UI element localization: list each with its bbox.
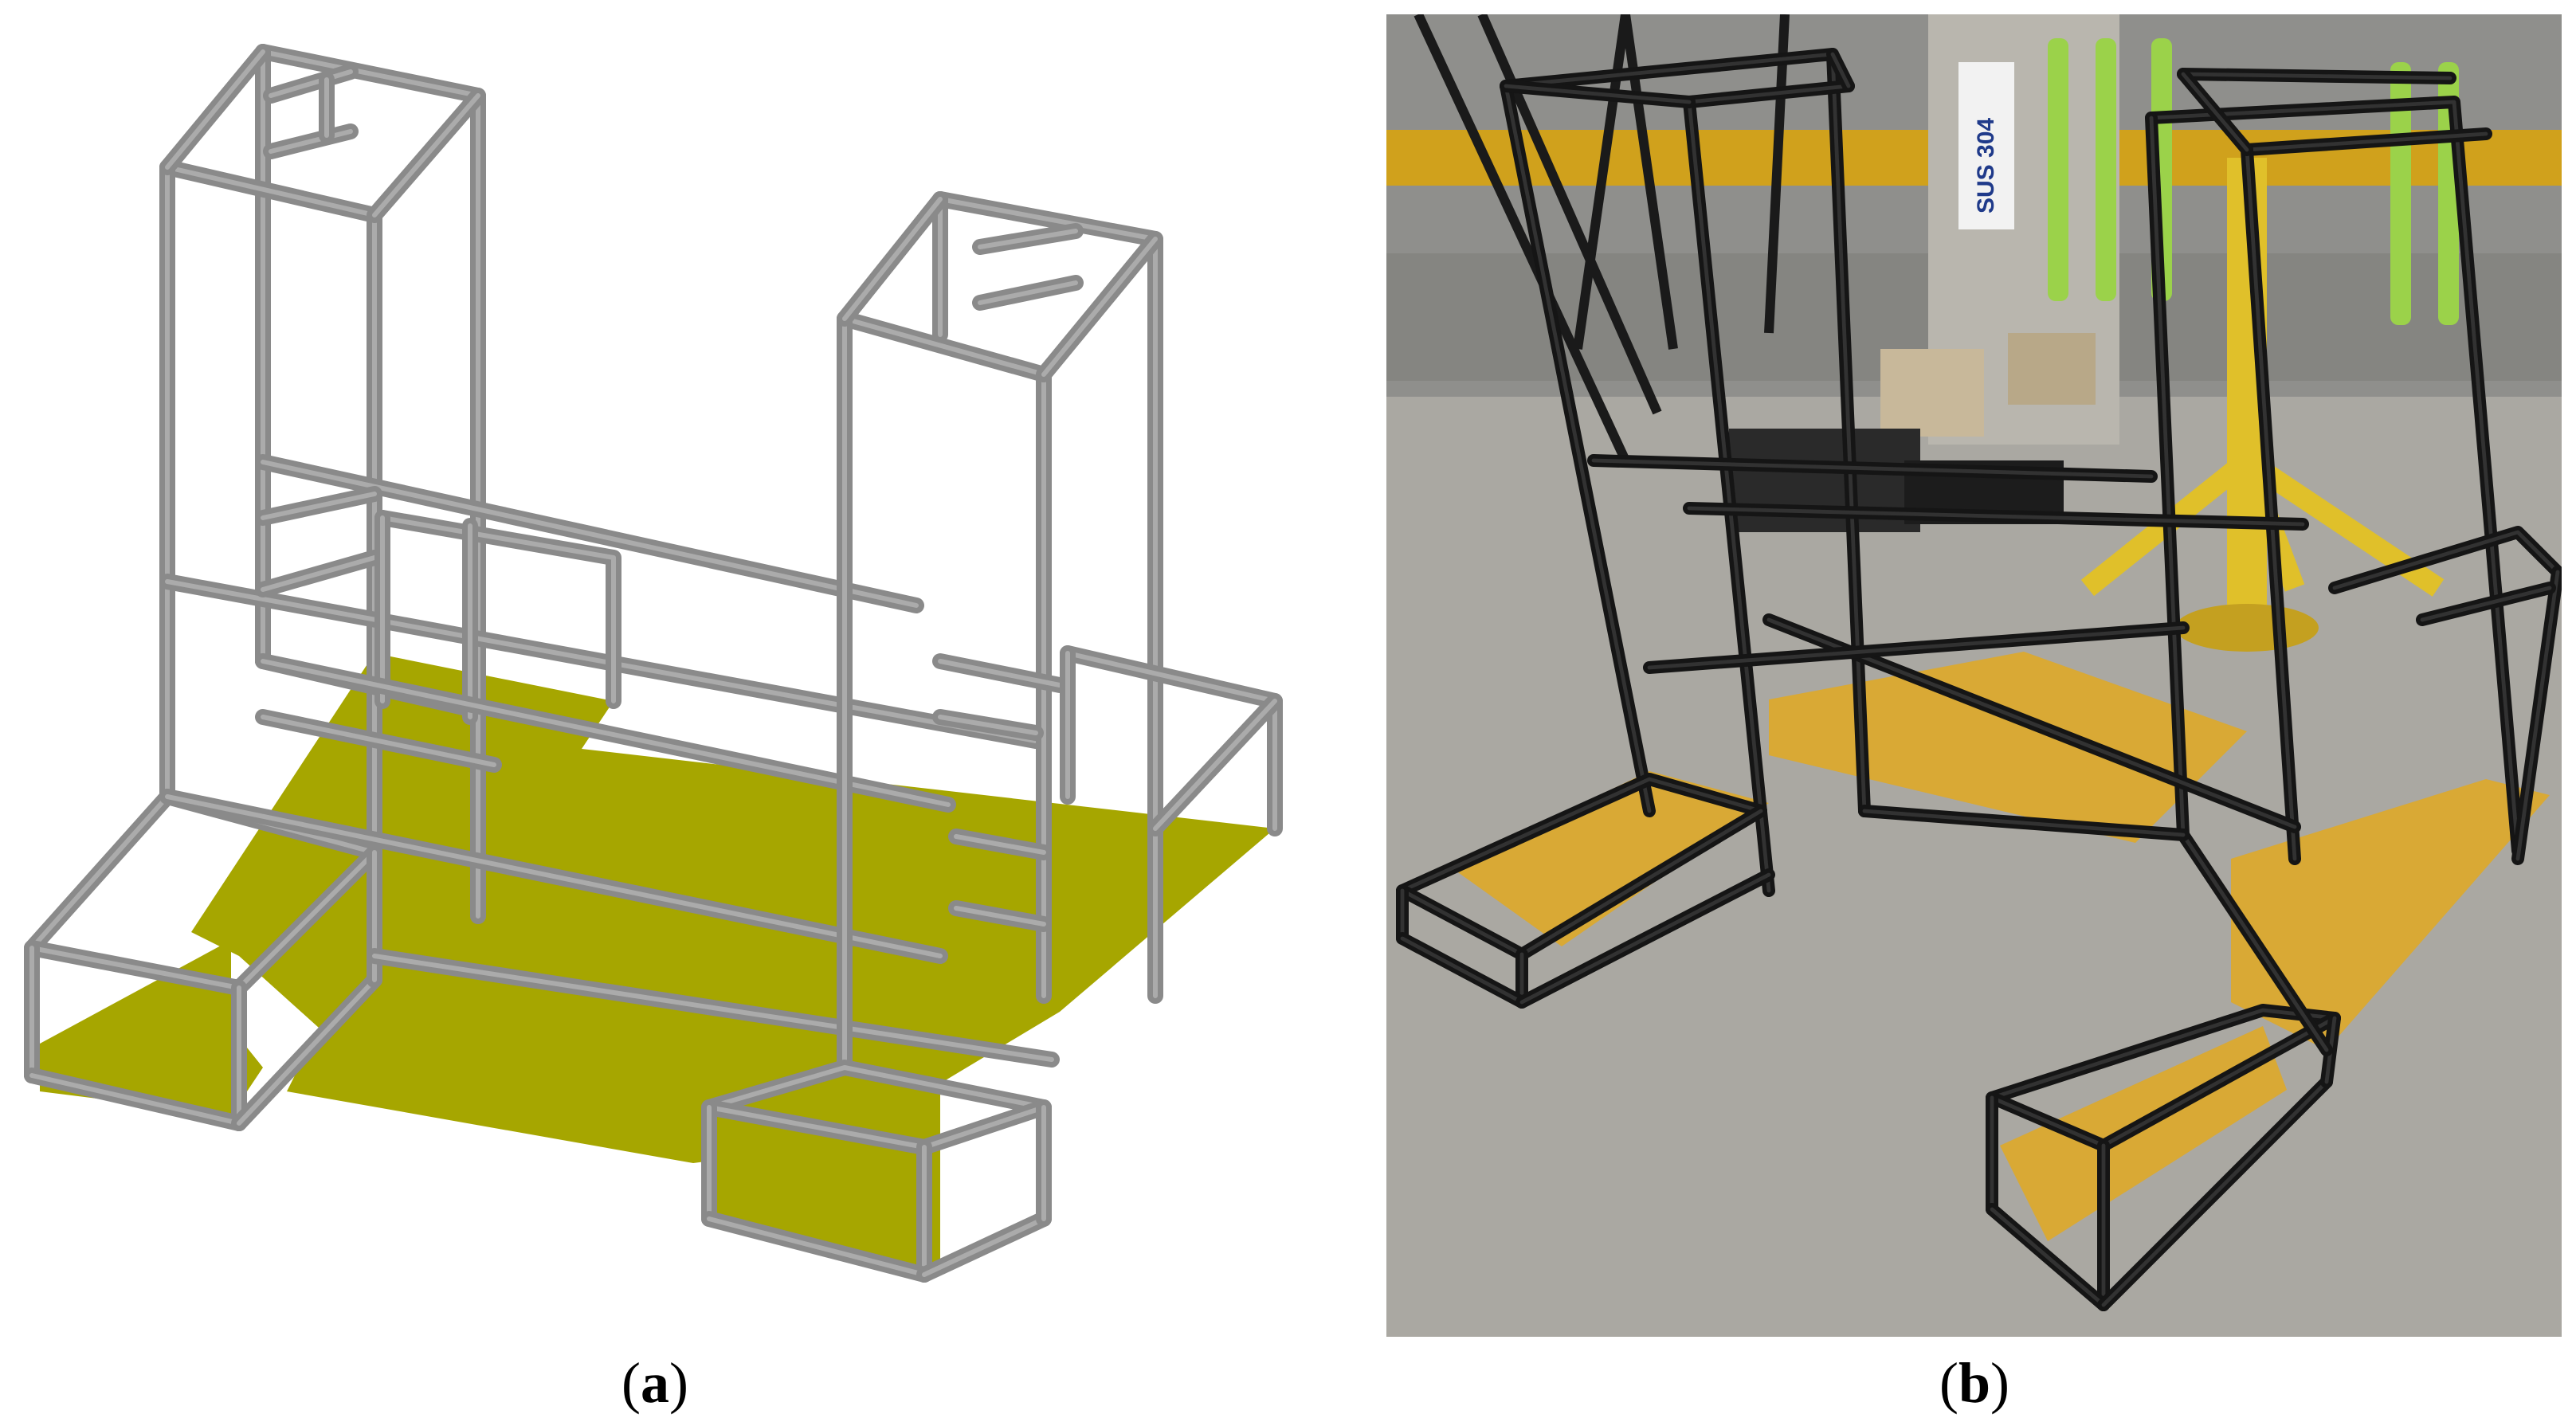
cad-tube-highlight <box>269 129 353 154</box>
cad-tube-highlight <box>1153 699 1277 831</box>
photo-tube-highlight <box>2420 586 2552 622</box>
photo-tube-highlight <box>1504 84 1652 813</box>
caption-a-letter: a <box>641 1351 669 1415</box>
caption-a: (a) <box>621 1351 688 1415</box>
cad-tube-highlight <box>372 954 1054 1062</box>
photo-scene: SUS 304 <box>1386 14 2562 1337</box>
photo-plate <box>2231 779 2550 1050</box>
cad-tube-highlight <box>954 906 1046 927</box>
photo-pole-base <box>2175 604 2319 652</box>
photo-tube-highlight <box>2181 832 2329 1052</box>
photo-cardboard-box <box>2008 333 2096 405</box>
panel-a-cad-render <box>0 0 1307 1307</box>
photo-lifting-straps <box>2048 38 2459 325</box>
photo-tube-highlight <box>1687 84 1851 104</box>
photo-tube-highlight <box>2181 72 2452 80</box>
frame-photograph: SUS 304 <box>1386 14 2562 1337</box>
photo-plate <box>1769 652 2247 843</box>
photo-sign <box>1958 62 2014 229</box>
photo-plate <box>1450 771 1769 946</box>
cad-tube-highlight <box>165 49 265 170</box>
photo-cardboard-box <box>1880 349 1984 437</box>
photo-tube-highlight <box>2332 530 2560 590</box>
cad-tube-highlight <box>978 229 1078 249</box>
cad-tube-highlight <box>261 460 919 608</box>
cad-tube-highlight <box>261 555 377 592</box>
cad-tube-frame <box>24 44 1283 1283</box>
cad-tube-highlight <box>237 977 377 1126</box>
photo-tube-highlight <box>1591 458 2154 479</box>
panel-b-photo: SUS 304 <box>1386 14 2562 1337</box>
photo-tube-highlight <box>1687 100 1771 893</box>
photo-sign-label: SUS 304 <box>1973 118 1999 214</box>
cad-tube-highlight <box>707 1216 927 1277</box>
cad-tube-highlight <box>922 1216 1046 1277</box>
cad-tube-highlight <box>261 659 951 807</box>
cad-tube-highlight <box>380 515 616 703</box>
photo-tube-highlight <box>2245 131 2488 152</box>
cad-tube-highlight <box>1041 237 1158 377</box>
cad-tube-highlight <box>29 1073 241 1126</box>
photo-frame-plates <box>1450 652 2550 1241</box>
photo-tube-highlight <box>1519 872 1771 1005</box>
photo-tube-highlight <box>1830 52 1851 88</box>
photo-tube-highlight <box>2101 1079 2329 1307</box>
cad-tube-highlight <box>165 579 1038 743</box>
cad-tube-highlight <box>261 492 377 520</box>
cad-tube-highlight <box>261 715 496 767</box>
photo-tube-highlight <box>2149 116 2186 837</box>
cad-frame-render <box>24 44 1283 1283</box>
caption-b: (b) <box>1939 1351 2009 1415</box>
photo-tube-highlight <box>1504 84 1692 104</box>
photo-strap <box>2390 62 2411 325</box>
photo-tripod-leg <box>1764 14 1790 334</box>
photo-tube-highlight <box>2515 570 2560 861</box>
photo-tube-highlight <box>1862 809 2186 837</box>
cad-tube-highlight <box>165 794 943 958</box>
cad-tube-highlight <box>707 1065 1046 1110</box>
photo-tube-highlight <box>2181 72 2249 152</box>
cad-tube-highlight <box>372 93 480 217</box>
photo-black-frame <box>1396 48 2562 1311</box>
photo-tube-highlight <box>1990 1207 2106 1307</box>
cad-tube-highlight <box>842 197 943 321</box>
cad-tube-highlight <box>938 715 1038 735</box>
photo-tube-highlight <box>1400 777 1763 893</box>
caption-b-letter: b <box>1958 1351 1991 1415</box>
cad-tube-highlight <box>954 834 1046 855</box>
photo-tripod-leg <box>1413 14 1630 463</box>
cad-tube-highlight <box>269 69 353 98</box>
photo-tube-highlight <box>1687 506 2305 527</box>
cad-tube-highlight <box>938 659 1062 688</box>
photo-tube-highlight <box>2245 147 2297 861</box>
photo-tube-highlight <box>1647 625 2186 670</box>
photo-tube-highlight <box>1400 936 1524 1005</box>
photo-strap <box>2048 38 2068 301</box>
cad-tube-highlight <box>978 280 1078 305</box>
photo-strap <box>2096 38 2116 301</box>
